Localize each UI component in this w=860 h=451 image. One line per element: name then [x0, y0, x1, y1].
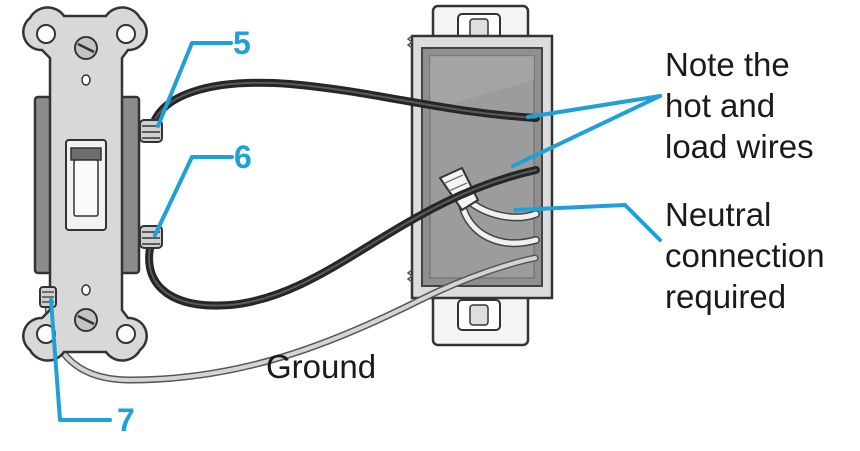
callout-leaders: [49, 41, 662, 422]
hot-load-leader-2: [511, 94, 662, 168]
callout-5-leader: [156, 41, 233, 128]
neutral-note: Neutral connection required: [665, 196, 825, 315]
neutral-leader: [513, 203, 662, 242]
load-wire: [145, 166, 540, 310]
callout-6-leader: [153, 155, 234, 237]
ground-screw: [39, 286, 57, 308]
ground-wire: [44, 254, 539, 384]
hot-load-note: Note the hot and load wires: [665, 46, 814, 165]
callout-7-leader: [49, 298, 112, 422]
light-switch: [22, 6, 163, 362]
ground-label: Ground: [266, 348, 377, 385]
callout-6: 6: [234, 139, 252, 175]
hot-wire: [148, 78, 540, 132]
hot-load-leader-1: [526, 94, 662, 119]
callout-7: 7: [117, 402, 135, 438]
electrical-box: [406, 4, 554, 347]
callout-5: 5: [233, 25, 251, 61]
